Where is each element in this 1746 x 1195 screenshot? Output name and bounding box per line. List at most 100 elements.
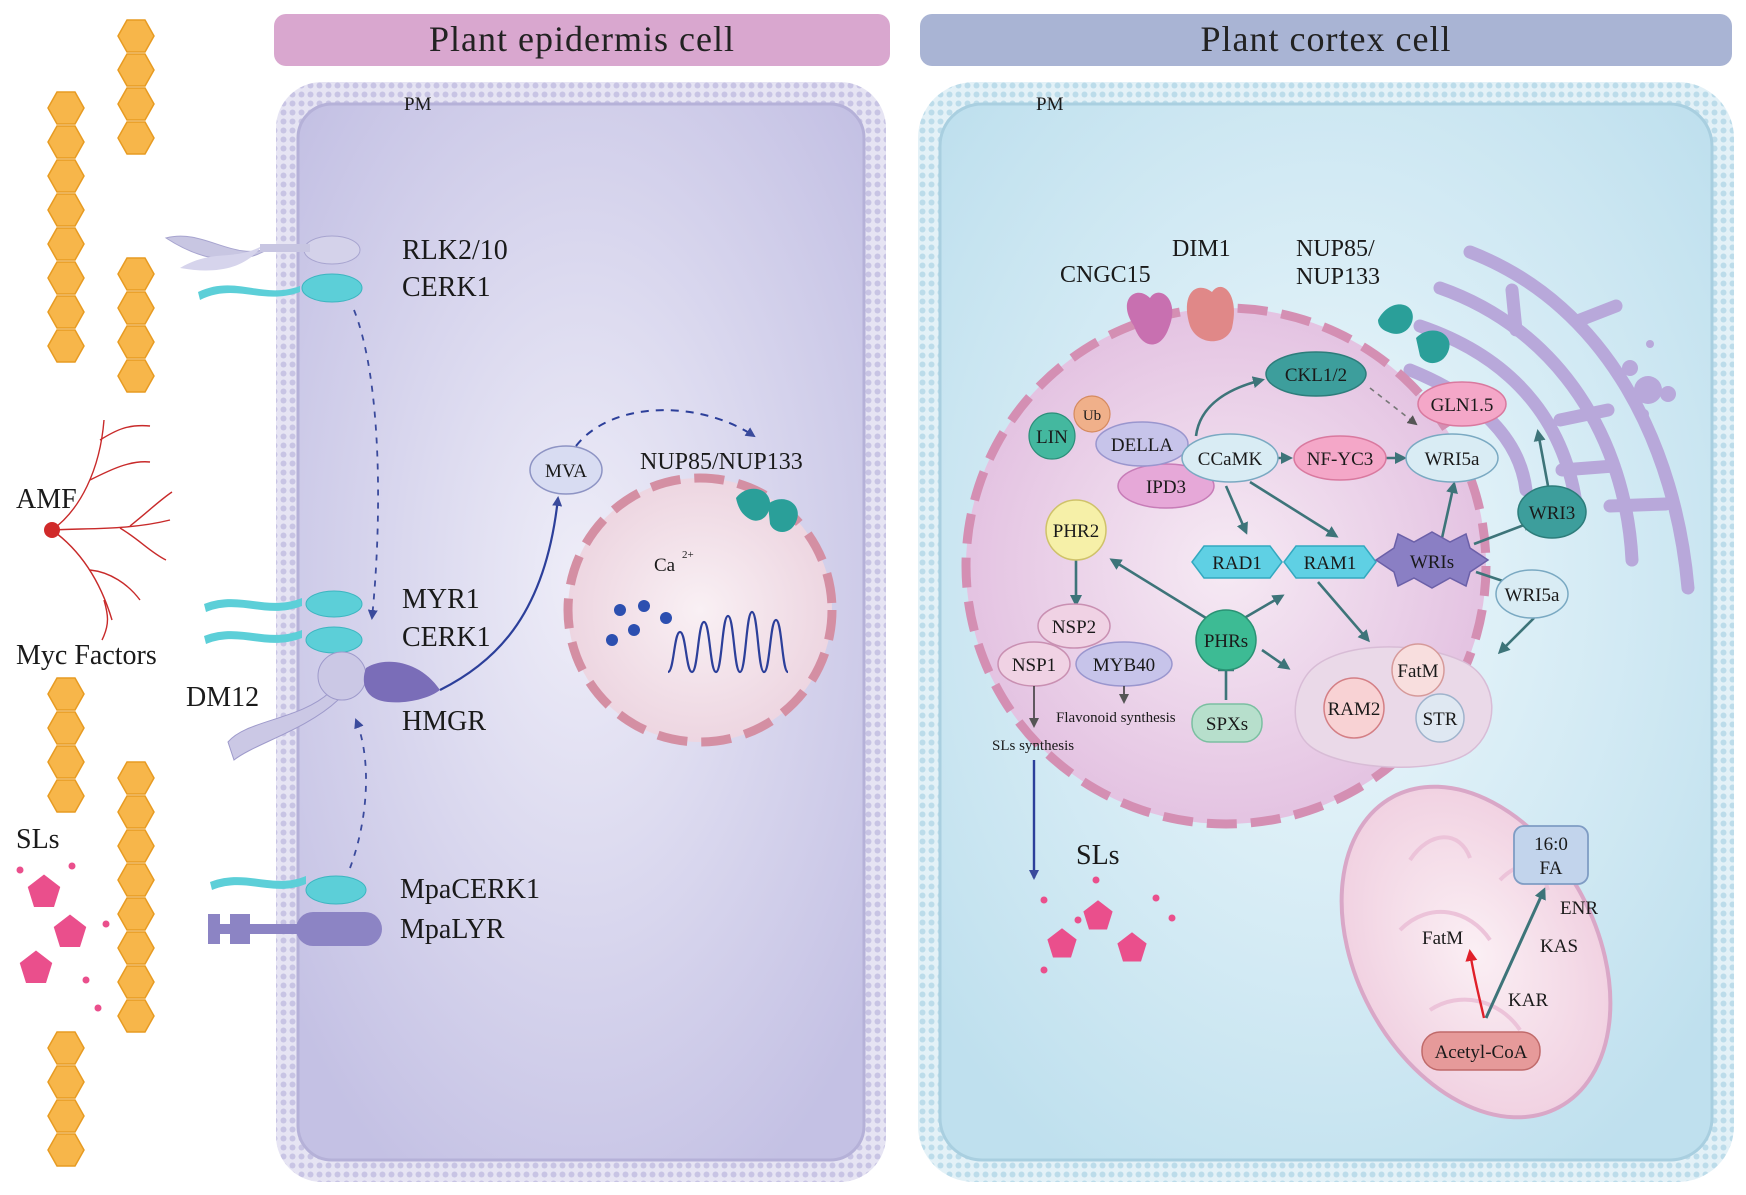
cortex-nup-label-line1: NUP85/ bbox=[1296, 236, 1375, 262]
wri5a-top-label: WRI5a bbox=[1425, 449, 1480, 470]
cortex-header: Plant cortex cell bbox=[920, 14, 1732, 66]
kas-label: KAS bbox=[1540, 936, 1578, 957]
spxs-node: SPXs bbox=[1191, 703, 1263, 743]
wri3-node: WRI3 bbox=[1517, 485, 1587, 539]
cortex-nup-pore bbox=[1378, 304, 1450, 364]
cortex-nup-label-line2: NUP133 bbox=[1296, 264, 1380, 290]
arrow-phrs-to-phr2 bbox=[1109, 558, 1207, 620]
arrow-acetyl-to-fa bbox=[1484, 887, 1546, 1019]
arrow-acetyl-to-fatm bbox=[1465, 949, 1486, 1019]
ram2-label: RAM2 bbox=[1328, 699, 1381, 720]
nsp2-node: NSP2 bbox=[1037, 603, 1111, 649]
lin-node: LIN bbox=[1028, 412, 1076, 460]
arrow-cerk1-to-myr1 bbox=[353, 309, 379, 620]
myc-factors-label: Myc Factors bbox=[16, 640, 157, 671]
wris-node: WRIs bbox=[1374, 531, 1490, 589]
calcium-dots bbox=[606, 600, 672, 646]
wri3-label: WRI3 bbox=[1529, 503, 1575, 524]
arrow-mva-to-nup bbox=[575, 409, 756, 447]
ipd3-label: IPD3 bbox=[1146, 477, 1186, 498]
epidermis-nucleus bbox=[563, 473, 837, 747]
gln-node: GLN1.5 bbox=[1417, 381, 1507, 427]
hmgr-label: HMGR bbox=[402, 706, 486, 737]
mva-node: MVA bbox=[529, 445, 603, 495]
amf-label: AMF bbox=[16, 484, 77, 515]
mpalyr-receptor bbox=[208, 912, 382, 946]
sls-cortex-label: SLs bbox=[1076, 840, 1120, 871]
dm12-label: DM12 bbox=[186, 682, 259, 713]
della-node: DELLA bbox=[1095, 421, 1189, 467]
myb40-label: MYB40 bbox=[1093, 655, 1155, 676]
epidermis-header-label: Plant epidermis cell bbox=[429, 19, 735, 59]
cortex-pm-label: PM bbox=[1036, 94, 1064, 115]
ram2-node: RAM2 bbox=[1323, 677, 1385, 739]
dim1-channel bbox=[1186, 286, 1234, 342]
arrow-ram1-to-fatm-region bbox=[1317, 581, 1370, 643]
mva-label: MVA bbox=[545, 461, 587, 482]
nfyc3-label: NF-YC3 bbox=[1307, 449, 1374, 470]
rad1-node: RAD1 bbox=[1191, 545, 1283, 579]
cngc15-channel bbox=[1126, 292, 1173, 345]
wri5a-mid-label: WRI5a bbox=[1505, 585, 1560, 606]
fatm-nuc-label: FatM bbox=[1397, 661, 1438, 682]
arrow-ccamk-to-rad1 bbox=[1224, 485, 1248, 535]
fatm-mito-label: FatM bbox=[1422, 928, 1463, 949]
sls-synthesis-label: SLs synthesis bbox=[992, 738, 1074, 754]
gln-label: GLN1.5 bbox=[1431, 395, 1494, 416]
epidermis-nup-pore bbox=[736, 488, 798, 532]
flavonoid-label: Flavonoid synthesis bbox=[1056, 710, 1176, 726]
arrow-ccamk-to-ckl bbox=[1194, 376, 1265, 437]
epidermis-nup-label: NUP85/NUP133 bbox=[640, 449, 803, 475]
acetyl-coa-label: Acetyl-CoA bbox=[1435, 1042, 1528, 1063]
wri5a-mid-node: WRI5a bbox=[1495, 569, 1569, 619]
ckl-node: CKL1/2 bbox=[1265, 351, 1367, 397]
nfyc3-node: NF-YC3 bbox=[1293, 435, 1387, 481]
mpacerk1-receptor bbox=[210, 875, 367, 905]
amf-spore bbox=[44, 522, 60, 538]
nsp1-label: NSP1 bbox=[1012, 655, 1056, 676]
mpacerk1-label: MpaCERK1 bbox=[400, 874, 540, 905]
ub-node: Ub bbox=[1073, 395, 1111, 433]
cerk1-top-label: CERK1 bbox=[402, 272, 491, 303]
arrow-mpacerk1-to-dm12 bbox=[349, 718, 367, 869]
arrow-hmgr-to-mva bbox=[439, 496, 563, 691]
dm12-protein bbox=[227, 651, 367, 761]
calcium-oscillation bbox=[666, 610, 790, 674]
myr1-label: MYR1 bbox=[402, 584, 480, 615]
ram1-node: RAM1 bbox=[1283, 545, 1377, 579]
ccamk-node: CCaMK bbox=[1181, 433, 1279, 483]
sls-outside-label: SLs bbox=[16, 824, 60, 855]
calcium-charge-label: 2+ bbox=[682, 549, 694, 561]
fa-node: 16:0 FA bbox=[1513, 825, 1589, 885]
rad1-label: RAD1 bbox=[1212, 553, 1262, 574]
ccamk-label: CCaMK bbox=[1198, 449, 1263, 470]
nsp2-label: NSP2 bbox=[1052, 617, 1096, 638]
cerk1-mid-label: CERK1 bbox=[402, 622, 491, 653]
str-node: STR bbox=[1415, 693, 1465, 743]
ram1-label: RAM1 bbox=[1304, 553, 1357, 574]
arrow-wri3-to-gln bbox=[1533, 429, 1550, 487]
arrow-phrs-to-transporters bbox=[1261, 648, 1291, 670]
rlk2-10-receptor bbox=[164, 235, 361, 271]
fa-label-line2: FA bbox=[1540, 858, 1563, 879]
cerk1-top-receptor bbox=[198, 273, 363, 303]
cngc15-label: CNGC15 bbox=[1060, 262, 1151, 288]
myb40-node: MYB40 bbox=[1075, 641, 1173, 687]
acetyl-coa-node: Acetyl-CoA bbox=[1421, 1031, 1541, 1071]
ckl-label: CKL1/2 bbox=[1285, 365, 1347, 386]
arrow-ccamk-to-ram1 bbox=[1249, 480, 1339, 538]
ipd3-node: IPD3 bbox=[1117, 463, 1215, 509]
phr2-label: PHR2 bbox=[1053, 521, 1099, 542]
chitin-chains bbox=[47, 19, 155, 1167]
hmgr-protein bbox=[363, 661, 440, 703]
epidermis-header: Plant epidermis cell bbox=[274, 14, 890, 66]
ub-label: Ub bbox=[1083, 408, 1101, 424]
rlk2-10-label: RLK2/10 bbox=[402, 235, 508, 266]
sls-cortex-molecules bbox=[1040, 876, 1176, 974]
dim1-label: DIM1 bbox=[1172, 236, 1231, 262]
er-vesicles bbox=[1622, 340, 1676, 419]
enr-label: ENR bbox=[1560, 898, 1598, 919]
lin-label: LIN bbox=[1036, 427, 1068, 448]
epidermis-pm-label: PM bbox=[404, 94, 432, 115]
str-label: STR bbox=[1423, 709, 1458, 730]
